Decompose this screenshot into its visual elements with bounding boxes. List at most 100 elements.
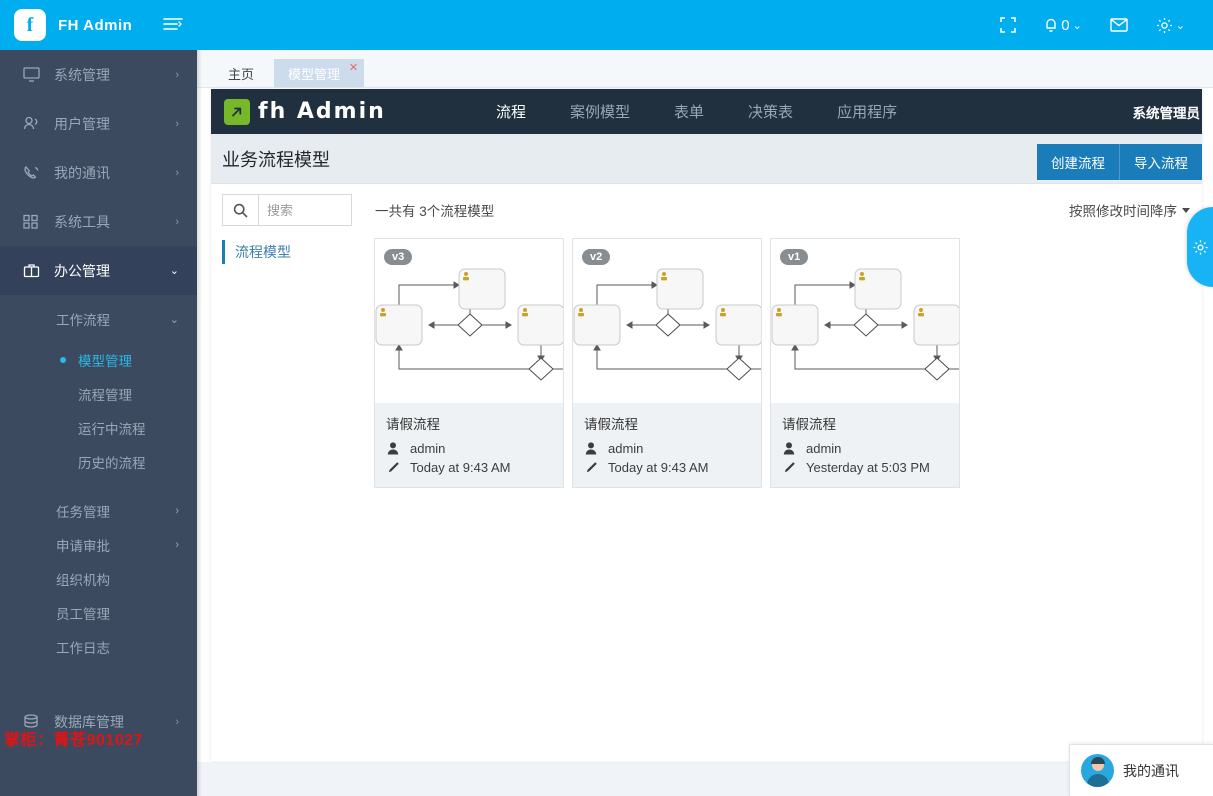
chevron-right-icon: › [175,215,179,228]
menu-icon[interactable] [163,17,183,34]
chevron-right-icon: › [175,117,179,130]
briefcase-icon [22,263,40,278]
notifications-button[interactable]: 0 ⌄ [1030,0,1096,50]
pencil-icon [782,461,796,474]
submenu-item-history-process[interactable]: 历史的流程 [0,445,197,479]
model-thumbnail: v2 [573,239,761,403]
sidebar-item-system-management[interactable]: 系统管理 › [0,50,197,99]
close-icon[interactable]: ✕ [348,62,359,74]
submenu-label: 任务管理 [56,505,110,520]
bpmn-diagram [771,268,959,381]
tab-strip: 主页 模型管理 ✕ [197,50,1213,88]
model-author-row: admin [386,441,552,456]
tab-home[interactable]: 主页 [214,59,269,87]
chat-widget[interactable]: 我的通讯 [1069,744,1213,796]
model-modified: Today at 9:43 AM [410,460,511,475]
chevron-right-icon: › [175,715,179,728]
nav-link-label: 应用程序 [837,104,898,121]
submenu-item-employee-management[interactable]: 员工管理 [0,596,197,630]
sidebar-item-label: 系统管理 [54,66,110,83]
model-title: 请假流程 [584,417,638,432]
sidebar-item-user-management[interactable]: 用户管理 › [0,99,197,148]
app-navbar: fh Admin 流程 案例模型 表单 决策表 应用程序 系统管理员 [211,89,1202,142]
bpmn-diagram [573,268,761,381]
app-logo-arrow-icon [224,98,250,125]
app-logo[interactable]: fh Admin [224,98,474,125]
sidebar-item-system-tools[interactable]: 系统工具 › [0,197,197,246]
nav-link-label: 决策表 [748,104,794,121]
version-badge: v3 [384,249,413,265]
search-box [222,194,352,226]
create-process-button[interactable]: 创建流程 [1037,144,1119,180]
search-icon[interactable] [223,195,259,225]
chevron-right-icon: › [175,539,179,551]
submenu-item-task-management[interactable]: 任务管理 › [0,494,197,528]
chevron-down-icon: ⌄ [169,265,179,277]
brand-logo-glyph: f [26,13,34,36]
submenu-item-running-process[interactable]: 运行中流程 [0,411,197,445]
monitor-icon [22,67,40,82]
submenu-label: 工作日志 [56,641,110,656]
embedded-app-frame: fh Admin 流程 案例模型 表单 决策表 应用程序 系统管理员 业务流程模… [211,89,1202,761]
pane-item-process-model[interactable]: 流程模型 [222,240,374,264]
left-pane: 流程模型 [222,236,374,488]
version-badge: v1 [780,249,809,265]
model-card[interactable]: v2 [572,238,762,488]
notification-count: 0 [1061,16,1070,34]
search-input[interactable] [259,195,351,225]
model-modified-row: Today at 9:43 AM [584,460,750,475]
toolbar: 一共有 3个流程模型 按照修改时间降序 [211,184,1202,236]
grid-icon [22,214,40,229]
sort-label: 按照修改时间降序 [1069,204,1177,219]
sort-selector[interactable]: 按照修改时间降序 [1069,200,1190,220]
submenu-item-model-management[interactable]: 模型管理 [0,343,197,377]
app-logo-text: fh Admin [258,99,386,124]
model-title: 请假流程 [386,417,440,432]
model-count-text: 一共有 3个流程模型 [375,204,495,219]
fullscreen-icon[interactable] [986,0,1030,50]
nav-link-applications[interactable]: 应用程序 [815,89,919,134]
mail-icon[interactable] [1096,0,1142,50]
model-card[interactable]: v1 [770,238,960,488]
sidebar-item-database-management[interactable]: 数据库管理 › [0,697,197,746]
brand-header: f FH Admin [0,0,197,50]
submenu-label: 员工管理 [56,607,110,622]
pencil-icon [386,461,400,474]
tab-label: 模型管理 [288,66,341,82]
page-action-buttons: 创建流程 导入流程 [1037,144,1202,180]
bpmn-diagram [375,268,563,381]
submenu-item-application-approval[interactable]: 申请审批 › [0,528,197,562]
content-row: 流程模型 v3 [211,236,1202,488]
side-settings-tab[interactable] [1187,207,1213,287]
nav-link-form[interactable]: 表单 [652,89,726,134]
nav-link-label: 案例模型 [570,104,631,121]
submenu-item-process-management[interactable]: 流程管理 [0,377,197,411]
submenu-item-workflow[interactable]: 工作流程 ⌄ [0,295,197,343]
sidebar-item-label: 数据库管理 [54,713,124,730]
tab-model-management[interactable]: 模型管理 ✕ [274,59,365,87]
nav-link-decision-table[interactable]: 决策表 [726,89,815,134]
users-icon [22,116,40,131]
submenu-item-organization[interactable]: 组织机构 [0,562,197,596]
chevron-down-icon: ⌄ [1175,19,1185,32]
gear-icon [1192,239,1208,255]
avatar-hair [1090,757,1105,764]
import-process-button[interactable]: 导入流程 [1119,144,1202,180]
submenu-label: 运行中流程 [78,422,146,437]
nav-link-process[interactable]: 流程 [474,89,548,142]
current-user-label[interactable]: 系统管理员 [1132,105,1201,121]
tab-label: 主页 [228,66,255,82]
model-card[interactable]: v3 [374,238,564,488]
submenu-label: 历史的流程 [78,456,146,471]
user-icon [386,442,400,455]
sidebar-item-my-communication[interactable]: 我的通讯 › [0,148,197,197]
nav-link-case-model[interactable]: 案例模型 [548,89,652,134]
model-modified-row: Today at 9:43 AM [386,460,552,475]
avatar [1081,754,1114,787]
brand-logo-icon: f [14,9,46,41]
sidebar-item-label: 用户管理 [54,115,110,132]
submenu-item-work-log[interactable]: 工作日志 [0,630,197,664]
submenu-label: 模型管理 [78,354,132,369]
settings-button[interactable]: ⌄ [1142,0,1199,50]
sidebar-item-office-management[interactable]: 办公管理 ⌄ [0,246,197,295]
